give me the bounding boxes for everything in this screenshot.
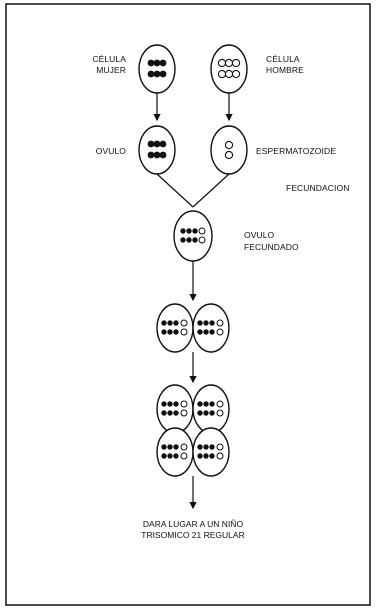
label-sperm: ESPERMATOZOIDE <box>256 146 336 156</box>
label-result-line1: DARA LUGAR A UN NIÑO <box>143 519 244 529</box>
four-cell-bottom-right <box>192 427 230 477</box>
label-fertilized-ovum-line1: OVULO <box>244 230 275 240</box>
label-cell-male-line2: HOMBRE <box>266 65 304 75</box>
label-result-line2: TRISOMICO 21 REGULAR <box>141 530 244 540</box>
label-cell-female-line2: MUJER <box>96 65 126 75</box>
fertilization-line-left <box>156 173 194 208</box>
four-cell-bottom-left <box>156 427 194 477</box>
label-ovum: OVULO <box>96 146 127 156</box>
cell-female <box>138 44 176 94</box>
ovum-cell <box>138 125 176 175</box>
four-cell-top-right <box>192 384 230 434</box>
diagram-border <box>5 3 371 606</box>
two-cell-right <box>192 303 230 353</box>
sperm-cell <box>210 125 248 175</box>
two-cell-left <box>156 303 194 353</box>
label-cell-male-line1: CÉLULA <box>266 54 300 64</box>
label-fertilization: FECUNDACION <box>286 183 349 193</box>
four-cell-top-left <box>156 384 194 434</box>
cell-male <box>210 44 248 94</box>
zygote-cell <box>173 210 213 262</box>
fertilization-line-right <box>192 173 230 208</box>
label-fertilized-ovum-line2: FECUNDADO <box>244 242 299 252</box>
label-cell-female-line1: CÉLULA <box>92 54 126 64</box>
